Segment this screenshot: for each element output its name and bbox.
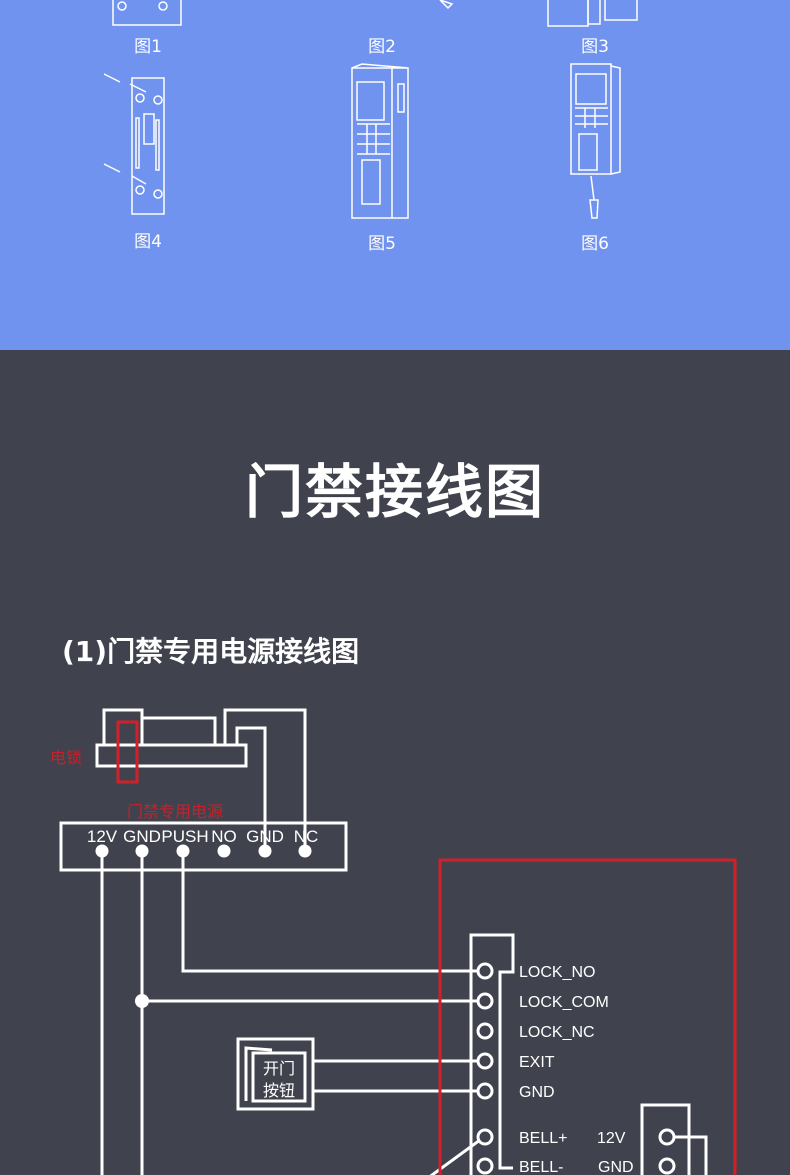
installation-illustrations xyxy=(103,0,638,219)
figure-5-caption: 图5 xyxy=(368,234,396,254)
figure-4-caption: 图4 xyxy=(134,232,162,252)
section-subtitle: (1)门禁专用电源接线图 xyxy=(62,635,360,668)
wires xyxy=(100,851,481,1175)
bell-terminal-gnd: GND xyxy=(598,1159,634,1175)
power-terminal-nc: NC xyxy=(294,827,319,846)
power-terminal-gnd-2: GND xyxy=(246,827,284,846)
terminal-lock-com: LOCK_COM xyxy=(519,994,609,1011)
device-figure-6 xyxy=(570,63,621,219)
exit-button-label-1: 开门 xyxy=(263,1060,295,1078)
device-figure-3 xyxy=(547,0,638,27)
bell-connector xyxy=(640,1103,708,1175)
exit-button-label-2: 按钮 xyxy=(263,1082,295,1100)
figure-1-caption: 图1 xyxy=(134,37,162,57)
controller-terminal-labels: LOCK_NO LOCK_COM LOCK_NC EXIT GND BELL+ … xyxy=(519,964,634,1175)
power-terminal-no: NO xyxy=(211,827,237,846)
power-terminal-gnd: GND xyxy=(123,827,161,846)
wiring-section xyxy=(0,350,790,1175)
terminal-lock-nc: LOCK_NC xyxy=(519,1024,595,1041)
power-supply-box xyxy=(59,821,348,872)
mounting-plate-figure-4 xyxy=(103,73,165,215)
terminal-bell-minus: BELL- xyxy=(519,1159,563,1175)
bell-terminal-12v: 12V xyxy=(597,1130,626,1147)
figure-2-caption: 图2 xyxy=(368,37,396,57)
power-terminals: 12V GND PUSH NO GND NC xyxy=(87,827,318,858)
lock-label: 电锁 xyxy=(50,748,82,767)
terminal-bell-plus: BELL+ xyxy=(519,1130,567,1147)
device-figure-5 xyxy=(351,63,409,219)
controller-connector xyxy=(469,933,515,1175)
power-supply-label: 门禁专用电源 xyxy=(127,802,223,821)
terminal-gnd: GND xyxy=(519,1084,555,1101)
terminal-exit: EXIT xyxy=(519,1054,555,1071)
power-terminal-push: PUSH xyxy=(161,827,208,846)
exit-button: 开门 按钮 xyxy=(236,1037,315,1111)
device-figure-2 xyxy=(439,0,454,10)
controller-outline xyxy=(438,858,737,1175)
electric-lock xyxy=(95,708,307,850)
power-terminal-12v: 12V xyxy=(87,827,118,846)
mounting-plate-figure-1 xyxy=(112,0,182,26)
installation-steps-section: 图1 图2 图3 图4 图5 图6 xyxy=(0,0,790,350)
figure-6-caption: 图6 xyxy=(581,234,609,254)
section-title: 门禁接线图 xyxy=(244,458,545,526)
terminal-lock-no: LOCK_NO xyxy=(519,964,595,981)
figure-3-caption: 图3 xyxy=(581,37,609,57)
